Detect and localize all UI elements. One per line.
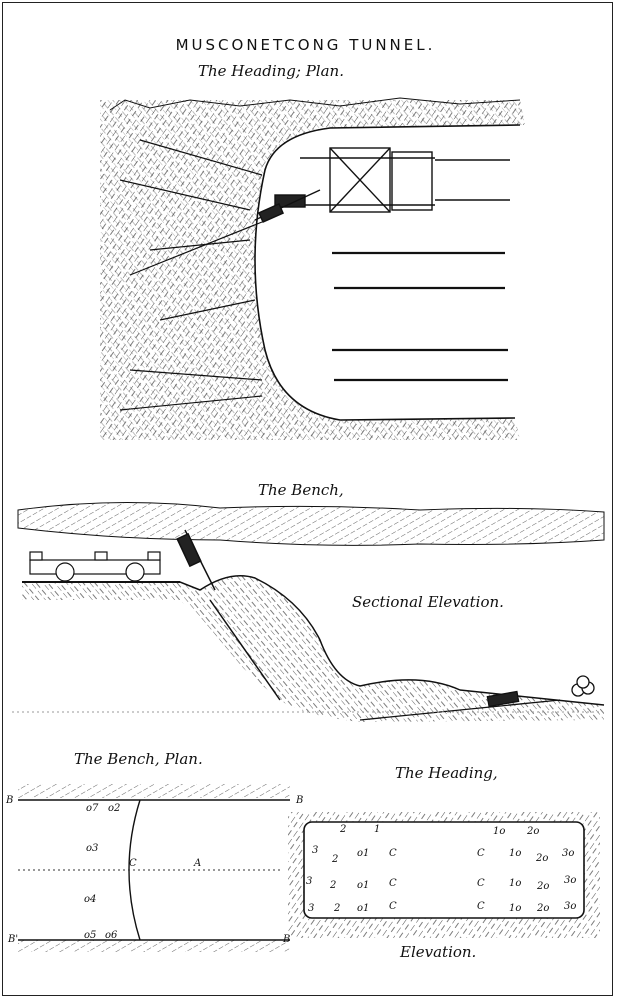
elev-hole: 2 <box>332 854 339 865</box>
caption-bench-plan: The Bench, Plan. <box>74 750 203 768</box>
elev-hole: 3o <box>564 875 577 886</box>
drill-carriage-plan <box>254 147 510 223</box>
caption-heading-plan: The Heading; Plan. <box>198 62 344 80</box>
elev-hole: 1o <box>509 848 522 859</box>
elev-hole: 2 <box>330 880 337 891</box>
elev-hole: 1o <box>509 903 522 914</box>
elev-hole: 2o <box>537 903 550 914</box>
elev-hole: 2o <box>537 881 550 892</box>
elev-hole: 2o <box>536 853 549 864</box>
elev-hole: C <box>389 901 397 912</box>
label-b-top-left: B <box>6 795 14 806</box>
bench-drill <box>176 529 281 701</box>
rail-car <box>22 551 180 583</box>
elev-hole: 3o <box>564 901 577 912</box>
caption-bench: The Bench, <box>258 481 344 499</box>
plan-bars <box>332 251 508 382</box>
plate-title: MUSCONETCONG TUNNEL. <box>175 36 436 54</box>
elev-hole: 2o <box>527 826 540 837</box>
elev-hole: o1 <box>357 880 370 891</box>
label-b-bottom-left: B' <box>8 934 19 945</box>
bench-rock-profile <box>22 575 604 722</box>
label-b-top-right: B <box>296 795 304 806</box>
caption-heading-elevation-title: The Heading, <box>395 764 498 782</box>
elev-hole: 2 <box>340 824 347 835</box>
elev-hole: o1 <box>357 848 370 859</box>
elev-hole: 1 <box>374 824 381 835</box>
heading-face-outline <box>254 124 521 421</box>
label-c: C <box>129 858 137 869</box>
roof-rock-band <box>17 501 605 546</box>
elev-hole: 3 <box>308 903 315 914</box>
bench-hole: o7 <box>86 803 99 814</box>
elev-hole: C <box>389 878 397 889</box>
bench-hole: o6 <box>105 930 118 941</box>
label-a: A <box>194 858 202 869</box>
bench-surface-line <box>22 575 605 706</box>
elev-hole: 3o <box>562 848 575 859</box>
elev-hole: 3 <box>312 845 319 856</box>
elev-hole: o1 <box>357 903 370 914</box>
bench-hole: o4 <box>84 894 97 905</box>
elev-hole: 2 <box>334 903 341 914</box>
drill-holes-plan <box>119 139 263 411</box>
bench-hole: o3 <box>86 843 99 854</box>
heading-opening <box>303 821 585 919</box>
bench-hole: o2 <box>108 803 121 814</box>
elev-hole: C <box>477 901 485 912</box>
elev-hole: C <box>389 848 397 859</box>
caption-sectional-elevation: Sectional Elevation. <box>352 593 504 611</box>
lower-drill <box>359 675 595 721</box>
elev-hole: 1o <box>509 878 522 889</box>
elev-hole: 1o <box>493 826 506 837</box>
elev-hole: C <box>477 848 485 859</box>
elev-hole: C <box>477 878 485 889</box>
bench-hole: o5 <box>84 930 97 941</box>
elev-hole: 3 <box>306 876 313 887</box>
caption-elevation: Elevation. <box>400 943 477 961</box>
label-b-bottom-right: B <box>283 934 291 945</box>
